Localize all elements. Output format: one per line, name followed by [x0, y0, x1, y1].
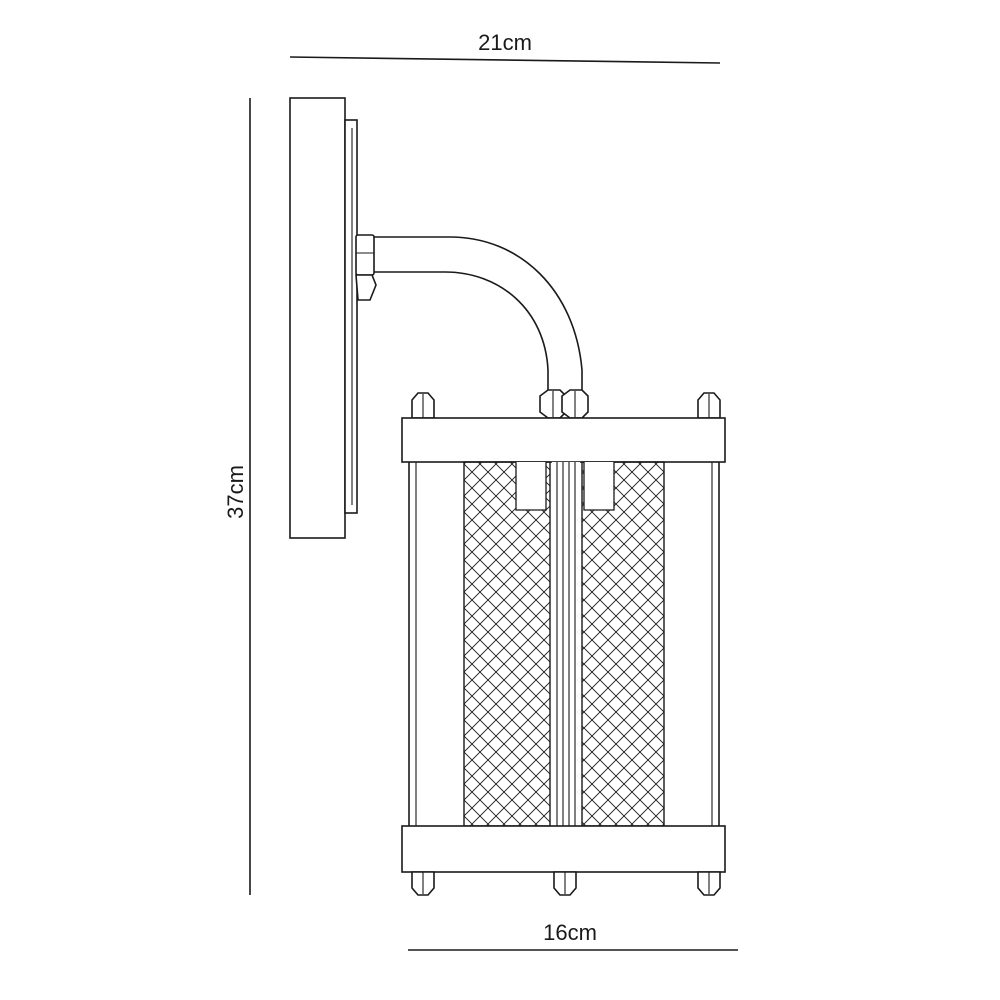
bottom-band — [401, 825, 726, 873]
width-dimension-label: 21cm — [478, 30, 532, 55]
width-dimension: 21cm — [289, 30, 721, 64]
socket-brackets — [515, 462, 615, 511]
wall-plate — [289, 97, 358, 539]
base-dimension-label: 16cm — [543, 920, 597, 945]
height-dimension: 37cm — [223, 98, 251, 895]
center-divider — [552, 462, 580, 826]
arm-connector-nuts — [539, 389, 589, 419]
right-mesh-panel — [581, 461, 665, 827]
base-dimension: 16cm — [408, 920, 738, 951]
top-band — [401, 417, 726, 463]
side-rods — [408, 462, 720, 826]
bottom-finials — [411, 871, 721, 896]
height-dimension-label: 37cm — [223, 465, 248, 519]
curved-arm — [374, 236, 583, 390]
left-mesh-panel — [463, 461, 551, 827]
plate-nut — [355, 234, 377, 301]
